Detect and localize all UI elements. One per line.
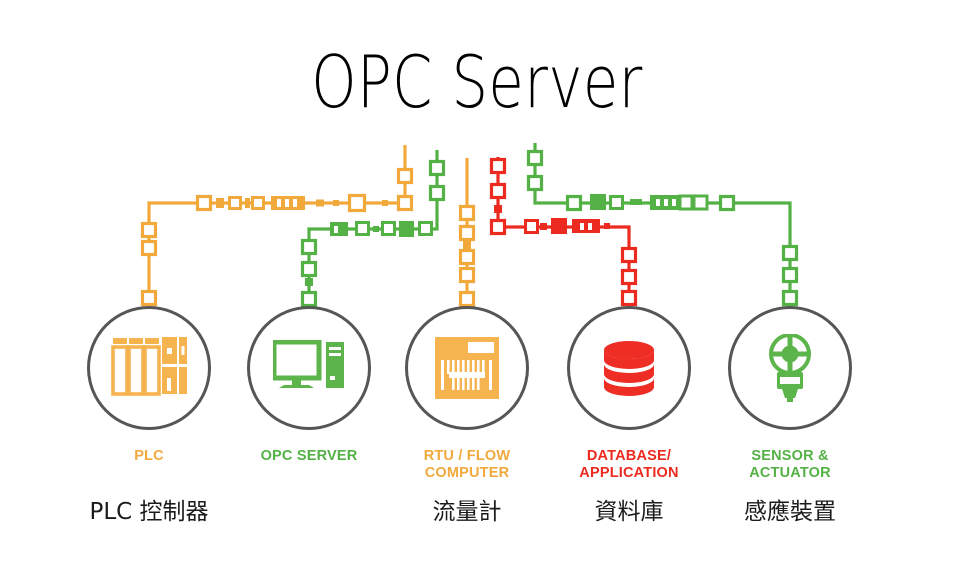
node-sensor-zh-label: 感應裝置 (744, 499, 836, 525)
connection-database-uplink (489, 157, 638, 307)
node-sensor-label-line2: ACTUATOR (749, 465, 831, 481)
node-sensor-label-line1: SENSOR & (751, 448, 829, 464)
node-plc-circle (87, 306, 211, 430)
node-plc-label: PLC (134, 448, 164, 464)
node-database-label-line2: APPLICATION (579, 465, 679, 481)
page-title: OPC Server (311, 40, 643, 124)
connection-sensor-uplink (526, 143, 799, 307)
node-sensor-label: SENSOR & ACTUATOR (700, 448, 880, 482)
connection-rtu-uplink (458, 158, 476, 308)
node-rtu-label-line2: COMPUTER (424, 465, 510, 481)
node-database-zh-label: 資料庫 (594, 499, 664, 525)
node-plc-zh-label: PLC 控制器 (89, 499, 209, 525)
plc-rack-icon (90, 309, 208, 427)
node-sensor-actuator[interactable]: SENSOR & ACTUATOR (700, 306, 880, 482)
node-database-application[interactable]: DATABASE/ APPLICATION (539, 306, 719, 482)
sensor-valve-icon (731, 309, 849, 427)
connection-opc-server-uplink (300, 150, 446, 308)
node-opc-server[interactable]: OPC SERVER (219, 306, 399, 465)
desktop-computer-icon (250, 309, 368, 427)
node-database-circle (567, 306, 691, 430)
node-database-label-line1: DATABASE/ (586, 448, 672, 464)
node-rtu-zh-label: 流量計 (432, 499, 502, 525)
node-sensor-circle (728, 306, 852, 430)
node-rtu-flow-computer[interactable]: RTU / FLOW COMPUTER (377, 306, 557, 482)
node-rtu-circle (405, 306, 529, 430)
node-plc[interactable]: PLC (59, 306, 239, 465)
database-cylinder-icon (570, 309, 688, 427)
node-database-label: DATABASE/ APPLICATION (539, 448, 719, 482)
node-rtu-label-line1: RTU / FLOW (423, 448, 511, 464)
terminal-block-icon (408, 309, 526, 427)
node-opc-server-label: OPC SERVER (260, 448, 358, 464)
connection-plc-uplink (140, 145, 414, 307)
node-opc-server-circle (247, 306, 371, 430)
node-rtu-label: RTU / FLOW COMPUTER (377, 448, 557, 482)
